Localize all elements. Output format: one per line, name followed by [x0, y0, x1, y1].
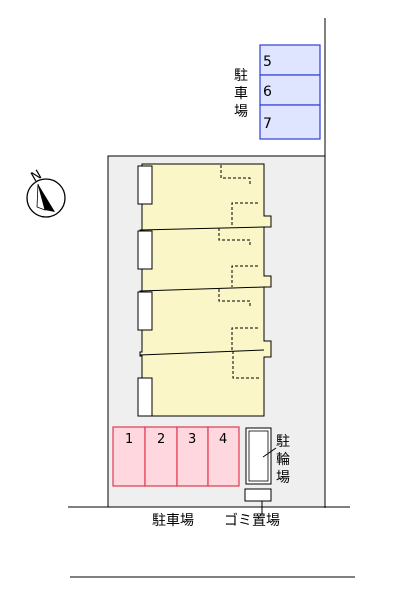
parking-space-5 — [259, 44, 321, 76]
unit-divider — [139, 286, 265, 292]
upper-parking-lot: 5 6 7 駐 車 場 — [234, 44, 321, 140]
parking-space-6 — [259, 74, 321, 106]
unit-divider — [139, 226, 265, 231]
bicycle-parking-label-3: 場 — [276, 470, 290, 486]
dashed-interior-lines — [218, 165, 260, 379]
parking-space-6-number: 6 — [263, 84, 272, 100]
parking-space-2-number: 2 — [157, 432, 165, 447]
building-outline — [139, 163, 272, 417]
bicycle-parking-label-1: 駐 — [276, 434, 290, 450]
balcony — [137, 377, 153, 417]
bicycle-parking-inner — [248, 430, 269, 482]
garbage-caption: ゴミ置場 — [224, 512, 280, 529]
upper-parking-label-1: 駐 — [234, 68, 248, 84]
parking-space-7 — [259, 104, 321, 140]
bicycle-parking-leader — [262, 447, 277, 458]
parking-space-2 — [144, 426, 178, 487]
parking-space-7-number: 7 — [263, 116, 272, 132]
upper-parking-label-2: 車 — [234, 85, 248, 102]
upper-parking-label-3: 場 — [234, 104, 248, 120]
lower-parking-lot: 1 2 3 4 — [112, 426, 240, 487]
parking-space-1-number: 1 — [125, 432, 133, 447]
bicycle-parking: 駐 輪 場 — [245, 427, 290, 486]
north-arrow-icon: N — [26, 167, 66, 218]
parking-space-5-number: 5 — [263, 54, 272, 70]
parking-space-4 — [207, 426, 240, 487]
lower-parking-caption: 駐車場 — [152, 512, 194, 529]
bicycle-parking-area — [245, 427, 272, 485]
unit-divider — [139, 349, 265, 356]
parking-space-3-number: 3 — [188, 432, 196, 447]
garbage-area — [244, 488, 272, 515]
balcony — [137, 165, 153, 205]
balcony — [137, 230, 153, 270]
bicycle-parking-label-2: 輪 — [276, 451, 290, 468]
parking-space-4-number: 4 — [219, 432, 227, 447]
balcony — [137, 291, 153, 331]
parking-space-3 — [176, 426, 209, 487]
garbage-box — [244, 488, 272, 502]
apartment-building — [137, 163, 272, 417]
parking-space-1 — [112, 426, 146, 487]
